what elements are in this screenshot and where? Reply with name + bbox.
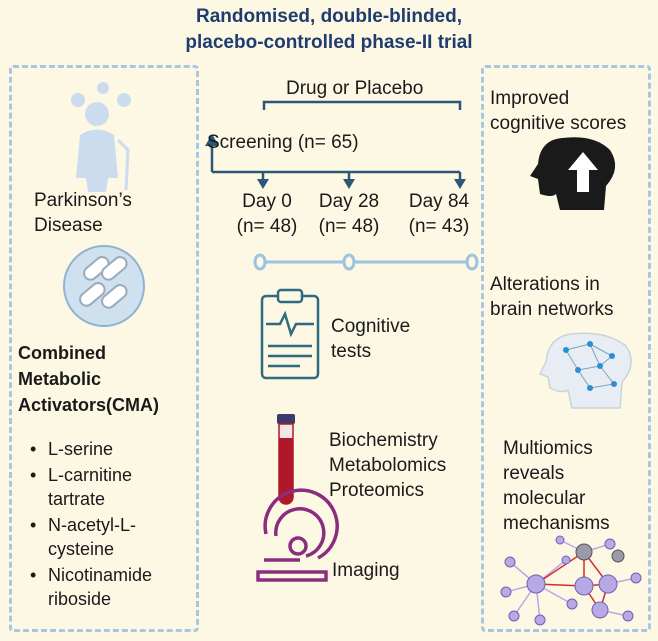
screening-arrow — [210, 144, 460, 174]
brain-networks-label: Alterations in brain networks — [490, 274, 614, 320]
drug-placebo-label: Drug or Placebo — [286, 78, 424, 99]
head-arrow-icon — [530, 137, 616, 210]
disease-line-1: Parkinson’s — [34, 190, 132, 211]
cognitive-tests-label: Cognitive tests — [331, 316, 411, 362]
molecular-network-icon — [500, 535, 642, 626]
multiomics-label: Multiomics reveals molecular mechanisms — [503, 438, 610, 534]
disease-label: Parkinson’s Disease — [34, 188, 132, 238]
drug-bracket — [262, 100, 462, 110]
list-item: N-acetyl-L-cysteine — [22, 513, 197, 561]
title-line-1: Randomised, double-blinded, — [196, 6, 462, 27]
timepoint-day0: Day 0 (n= 48) — [236, 191, 298, 237]
screening-label: Screening (n= 65) — [207, 132, 359, 153]
pills-icon — [63, 245, 145, 327]
cma-label: Combined Metabolic Activators(CMA) — [18, 340, 159, 418]
omics-label: Biochemistry Metabolomics Proteomics — [329, 430, 447, 501]
day28-arrowhead — [343, 179, 355, 189]
patient-icon — [71, 82, 131, 192]
timepoint-day28: Day 28 (n= 48) — [318, 191, 380, 237]
cma-line-2: Metabolic — [18, 369, 102, 389]
imaging-scanner-icon — [256, 488, 339, 582]
page-title: Randomised, double-blinded, placebo-cont… — [0, 4, 658, 56]
timepoint-day84: Day 84 (n= 43) — [408, 191, 470, 237]
disease-line-2: Disease — [34, 215, 103, 236]
cma-line-1: Combined — [18, 343, 106, 363]
list-item: L-serine — [22, 437, 197, 461]
timeline — [253, 253, 479, 271]
up-arrowhead — [205, 134, 219, 146]
day0-arrowhead — [257, 179, 269, 189]
title-line-2: placebo-controlled phase-II trial — [185, 32, 473, 53]
left-panel — [9, 65, 199, 632]
brain-network-icon — [538, 332, 632, 409]
cma-line-3: Activators(CMA) — [18, 395, 160, 415]
imaging-label: Imaging — [332, 560, 400, 581]
timepoint-arrows — [261, 172, 462, 180]
day84-arrowhead — [454, 179, 466, 189]
improved-scores-label: Improved cognitive scores — [490, 88, 627, 134]
right-panel — [481, 65, 651, 632]
clipboard-icon — [260, 288, 320, 380]
